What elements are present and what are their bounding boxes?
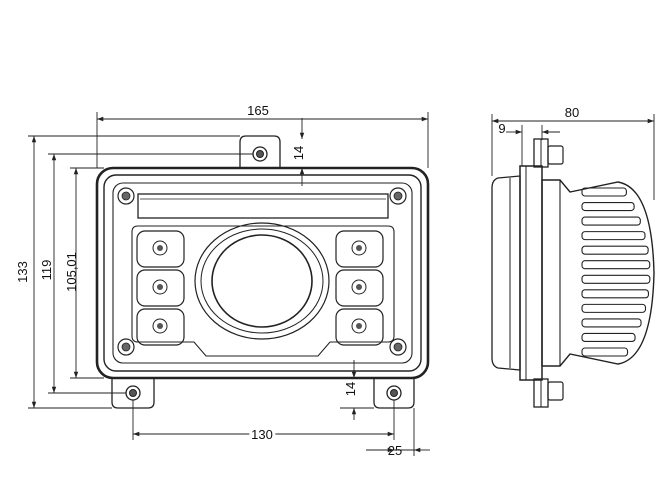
dimension-mount-spacing: 130 <box>132 400 395 445</box>
dimension-overall-width: 165 <box>96 103 429 168</box>
dim-14-bottom-label: 14 <box>343 382 358 396</box>
corner-screw <box>389 187 407 205</box>
side-view: 80 9 <box>491 102 655 408</box>
center-projector <box>194 222 330 340</box>
led-module <box>136 230 185 268</box>
side-top-tab <box>533 138 564 168</box>
heat-sink-fin <box>581 187 627 197</box>
dimension-lens-height: 105,01 <box>64 167 104 379</box>
heat-sink-fin <box>581 216 641 226</box>
dimension-flange-depth: 9 <box>498 121 560 166</box>
corner-screw <box>117 338 135 356</box>
heat-sink-fins <box>581 187 651 357</box>
dimension-overall-depth: 80 <box>491 102 655 200</box>
dim-119-label: 119 <box>39 260 54 281</box>
top-mount-tab <box>239 135 281 168</box>
heat-sink-fin <box>581 245 649 255</box>
dimension-top-offset: 14 <box>291 118 306 186</box>
heat-sink-fin <box>581 347 629 357</box>
heat-sink-fin <box>581 231 646 241</box>
housing-outer <box>95 166 430 380</box>
heat-sink-fin <box>581 201 635 212</box>
heat-sink-fin <box>581 332 636 343</box>
dim-165-label: 165 <box>247 103 269 118</box>
corner-screw <box>389 338 407 356</box>
led-module <box>335 308 384 346</box>
front-view: 165 14 133 119 105,01 <box>15 103 430 458</box>
heat-sink-fin <box>581 260 651 270</box>
heat-sink-fin <box>581 274 651 284</box>
housing-inner <box>103 174 422 372</box>
dim-25-label: 25 <box>388 443 402 458</box>
led-module <box>335 230 384 268</box>
dim-80-label: 80 <box>565 105 579 120</box>
corner-screw <box>117 187 135 205</box>
dim-14-top-label: 14 <box>291 146 306 160</box>
heat-sink-fin <box>581 318 642 328</box>
dim-130-label: 130 <box>251 427 273 442</box>
heat-sink-fin <box>581 289 649 299</box>
side-bottom-tab <box>533 378 564 408</box>
dim-105-label: 105,01 <box>64 252 79 292</box>
lens-frame <box>112 182 413 364</box>
led-module <box>335 269 384 307</box>
optics-outline <box>131 225 395 357</box>
heat-sink-fin <box>581 303 647 313</box>
dimension-overall-height: 133 <box>15 135 240 409</box>
side-body <box>541 179 655 367</box>
dimension-mount-edge: 25 <box>366 408 430 458</box>
led-module <box>136 308 185 346</box>
led-module <box>136 269 185 307</box>
dimension-bottom-offset: 14 <box>340 360 374 420</box>
side-flange <box>519 165 543 381</box>
dim-133-label: 133 <box>15 261 30 283</box>
dim-9-label: 9 <box>498 121 505 136</box>
side-lens <box>491 175 521 371</box>
light-bar <box>137 193 389 219</box>
dimension-mount-height: 119 <box>39 153 253 394</box>
